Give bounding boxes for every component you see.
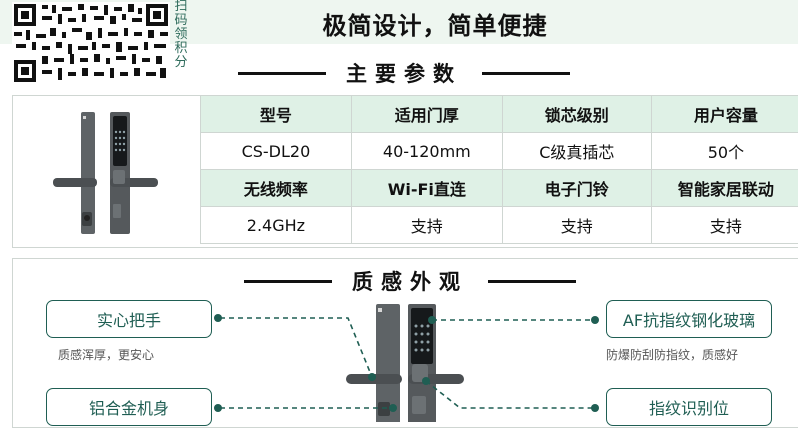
feature-fingerprint: 指纹识别位: [606, 388, 772, 426]
feature-af-glass: AF抗指纹钢化玻璃: [606, 300, 772, 338]
feature-note-af-glass: 防爆防刮防指纹，质感好: [606, 346, 738, 363]
feature-note-solid-handle: 质感浑厚，更安心: [58, 346, 154, 363]
feature-solid-handle: 实心把手: [46, 300, 212, 338]
smart-lock-large-icon: [346, 304, 464, 422]
feature-aluminum-body: 铝合金机身: [46, 388, 212, 426]
